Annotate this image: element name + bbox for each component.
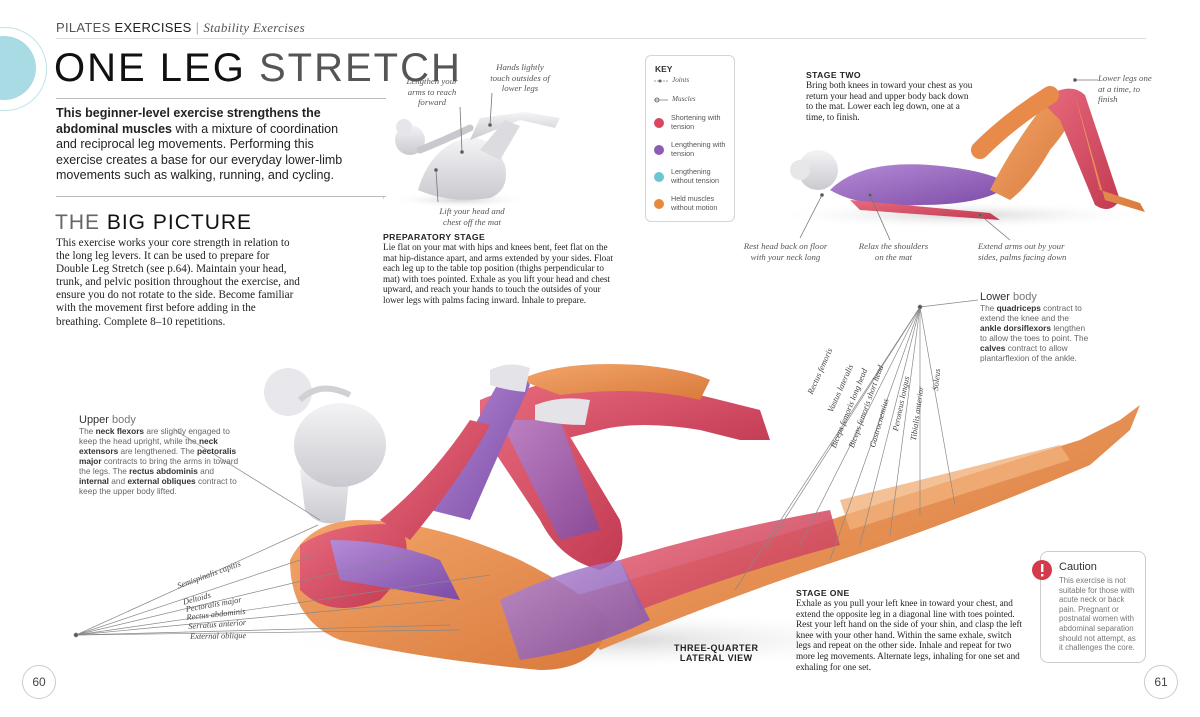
trunk-leader-lines xyxy=(73,524,491,638)
title-light: STRETCH xyxy=(258,46,462,90)
page-number-right: 61 xyxy=(1144,665,1178,699)
title-rule xyxy=(56,98,386,99)
stage-two-callout-extend: Extend arms out by your sides, palms fac… xyxy=(978,241,1067,262)
lengthening-no-tension-swatch xyxy=(654,172,664,182)
leg-leader-lines xyxy=(734,299,979,591)
header-rule xyxy=(56,38,1146,39)
stage-two-text: Bring both knees in toward your chest as… xyxy=(806,80,973,122)
key-item-label: Lengthening with tension xyxy=(671,140,726,158)
big-picture-heading: THE BIG PICTURE xyxy=(55,211,252,235)
main-figure xyxy=(264,364,1140,670)
title-bold: ONE LEG xyxy=(54,46,246,90)
prep-leader-lines xyxy=(434,92,493,203)
view-label: THREE-QUARTER LATERAL VIEW xyxy=(674,643,759,663)
intro-rest: with a mixture of coordination and recip… xyxy=(56,121,343,183)
shortening-swatch xyxy=(654,118,664,128)
prep-stage: PREPARATORY STAGE Lie flat on your mat w… xyxy=(383,232,623,306)
prep-callout-hands: Hands lightly touch outsides of lower le… xyxy=(490,62,550,93)
joints-icon xyxy=(654,79,668,83)
page-title: ONE LEG STRETCH xyxy=(54,46,462,91)
intro-bold: This beginner-level exercise strengthens… xyxy=(56,106,321,136)
prep-figure xyxy=(390,112,560,208)
muscle-label: External oblique xyxy=(190,631,247,641)
upper-body-heading-light: body xyxy=(112,414,136,426)
caution-box: Caution This exercise is not suitable fo… xyxy=(1032,551,1146,663)
header-subsection: Stability Exercises xyxy=(203,20,305,35)
stage-two-leader-lines xyxy=(799,78,1098,241)
big-picture-light: THE xyxy=(55,211,100,234)
stage-one-heading: STAGE ONE xyxy=(796,588,850,598)
stage-one: STAGE ONE Exhale as you pull your left k… xyxy=(796,588,1028,672)
caution-title: Caution xyxy=(1059,561,1097,573)
header-section-bold: EXERCISES xyxy=(114,20,192,35)
lower-body-text: The quadriceps contract to extend the kn… xyxy=(980,303,1089,363)
lower-body-note: Lower body The quadriceps contract to ex… xyxy=(980,291,1092,363)
key-item-label: Held muscles without motion xyxy=(671,194,718,212)
page-number-left: 60 xyxy=(22,665,56,699)
lower-body-heading: Lower xyxy=(980,291,1010,303)
key-muscles: Muscles xyxy=(672,95,696,103)
muscles-icon xyxy=(654,97,668,103)
upper-body-note: Upper body The neck flexors are slightly… xyxy=(79,414,239,496)
prep-callout-arms: Lengthen your arms to reach forward xyxy=(406,76,458,107)
lower-body-heading-light: body xyxy=(1013,291,1037,303)
upper-body-leader-line xyxy=(174,429,321,521)
stage-two-heading: STAGE TWO xyxy=(806,70,861,80)
prep-callout-head: Lift your head and chest off the mat xyxy=(439,206,505,227)
stage-one-text: Exhale as you pull your left knee in tow… xyxy=(796,598,1023,672)
key-item-label: Lengthening without tension xyxy=(671,167,719,185)
exclamation-icon xyxy=(1032,560,1052,580)
big-picture-text: This exercise works your core strength i… xyxy=(56,237,300,328)
key-title: KEY xyxy=(655,64,673,74)
caution-text: This exercise is not suitable for those … xyxy=(1059,576,1136,653)
upper-body-text: The neck flexors are slightly engaged to… xyxy=(79,426,239,496)
prep-stage-heading: PREPARATORY STAGE xyxy=(383,232,486,242)
stage-two-figure xyxy=(770,86,1150,229)
stage-two-callout-rest-head: Rest head back on floor with your neck l… xyxy=(743,241,828,262)
header-section: PILATES xyxy=(56,20,111,35)
intro-paragraph: This beginner-level exercise strengthens… xyxy=(56,106,346,184)
held-swatch xyxy=(654,199,664,209)
lengthening-swatch xyxy=(654,145,664,155)
big-picture-bold: BIG PICTURE xyxy=(106,211,253,234)
prep-stage-text: Lie flat on your mat with hips and knees… xyxy=(383,242,613,305)
stage-two-callout-lower-legs: Lower legs one at a time, to finish xyxy=(1098,73,1152,104)
legend-key: KEY Joints Muscles Shortening with tensi… xyxy=(645,55,735,222)
key-item-label: Shortening with tension xyxy=(671,113,721,131)
stage-two-callout-relax: Relax the shoulders on the mat xyxy=(858,241,929,262)
section-rule xyxy=(56,196,386,197)
upper-body-heading: Upper xyxy=(79,414,109,426)
key-joints: Joints xyxy=(672,76,690,84)
stage-two: STAGE TWO Bring both knees in toward you… xyxy=(806,70,976,122)
running-header: PILATES EXERCISES|Stability Exercises xyxy=(56,20,305,35)
